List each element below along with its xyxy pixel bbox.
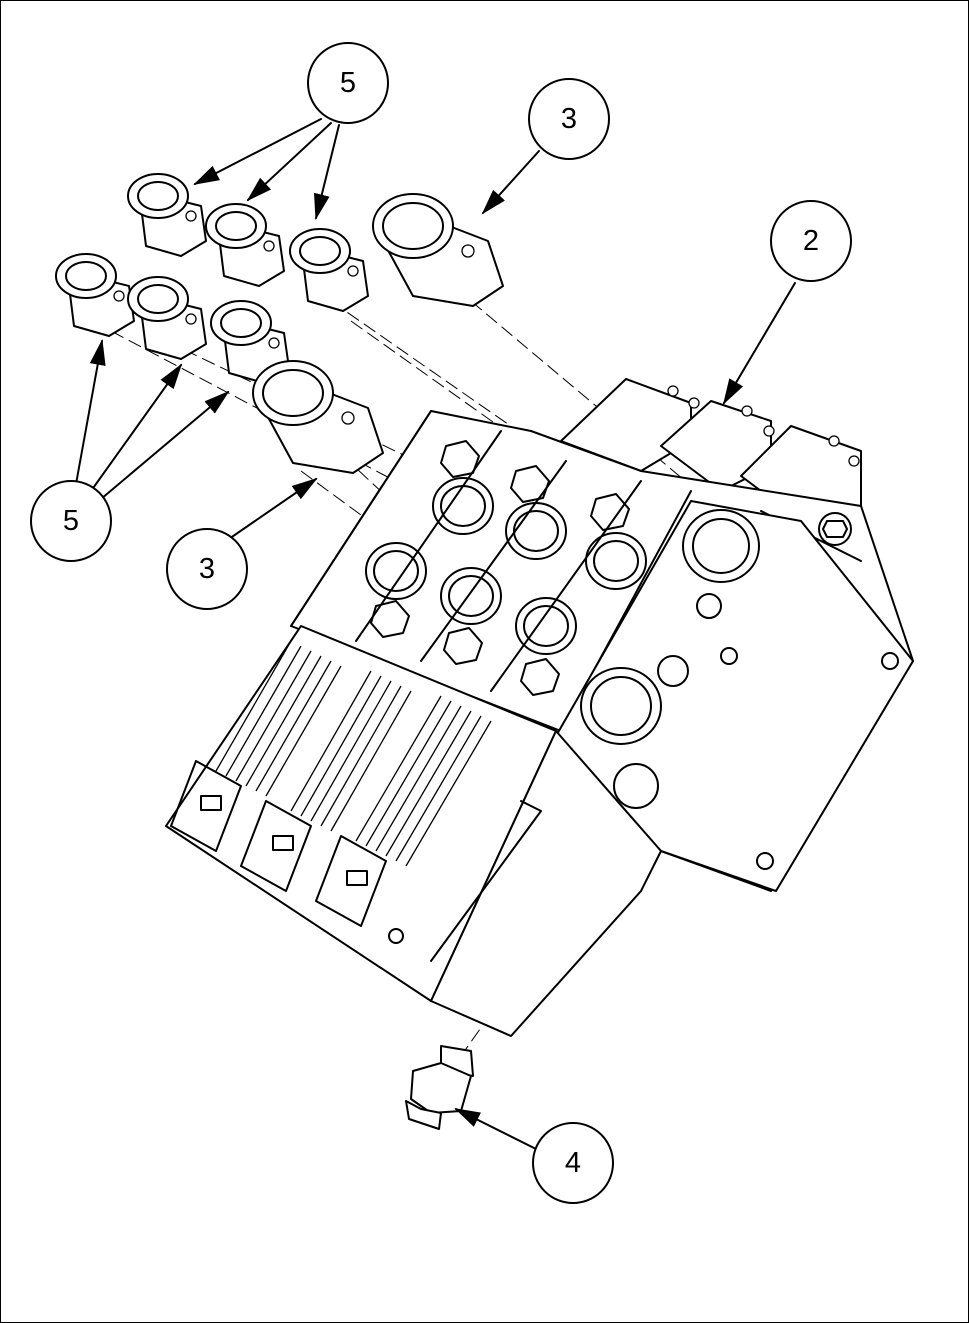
- callout-5-top-label: 5: [340, 67, 356, 99]
- fitting-item-4: [405, 1045, 474, 1130]
- callout-3-bottom-label: 3: [199, 553, 215, 585]
- callout-3-top-label: 3: [561, 103, 577, 135]
- callout-4: 4: [532, 1122, 614, 1204]
- fittings-item-3: [252, 193, 504, 474]
- leader-lines: [75, 118, 796, 1150]
- callout-4-label: 4: [565, 1147, 581, 1179]
- callout-3-bottom: 3: [166, 528, 248, 610]
- callout-5-top: 5: [307, 42, 389, 124]
- callout-5-left-label: 5: [63, 505, 79, 537]
- callout-3-top: 3: [528, 78, 610, 160]
- valve-block: [165, 378, 914, 1037]
- callout-2-label: 2: [803, 225, 819, 257]
- fittings-item-5: [55, 173, 369, 384]
- callout-5-left: 5: [30, 480, 112, 562]
- callout-2: 2: [770, 200, 852, 282]
